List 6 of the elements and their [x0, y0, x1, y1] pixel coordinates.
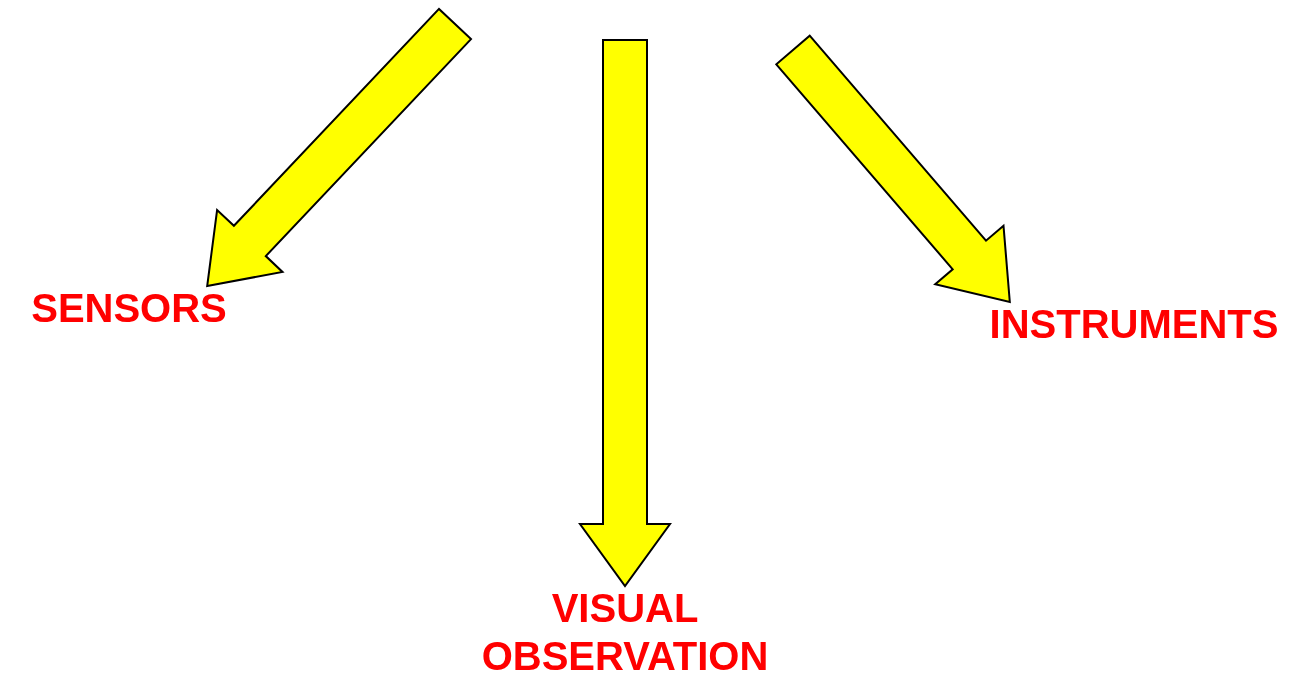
category-label: INSTRUMENTS: [989, 300, 1279, 348]
block-arrow: [774, 34, 1011, 304]
category-label: VISUAL OBSERVATION: [445, 584, 805, 680]
block-arrow: [206, 7, 473, 288]
block-arrow: [578, 39, 672, 588]
category-label: SENSORS: [31, 284, 227, 332]
